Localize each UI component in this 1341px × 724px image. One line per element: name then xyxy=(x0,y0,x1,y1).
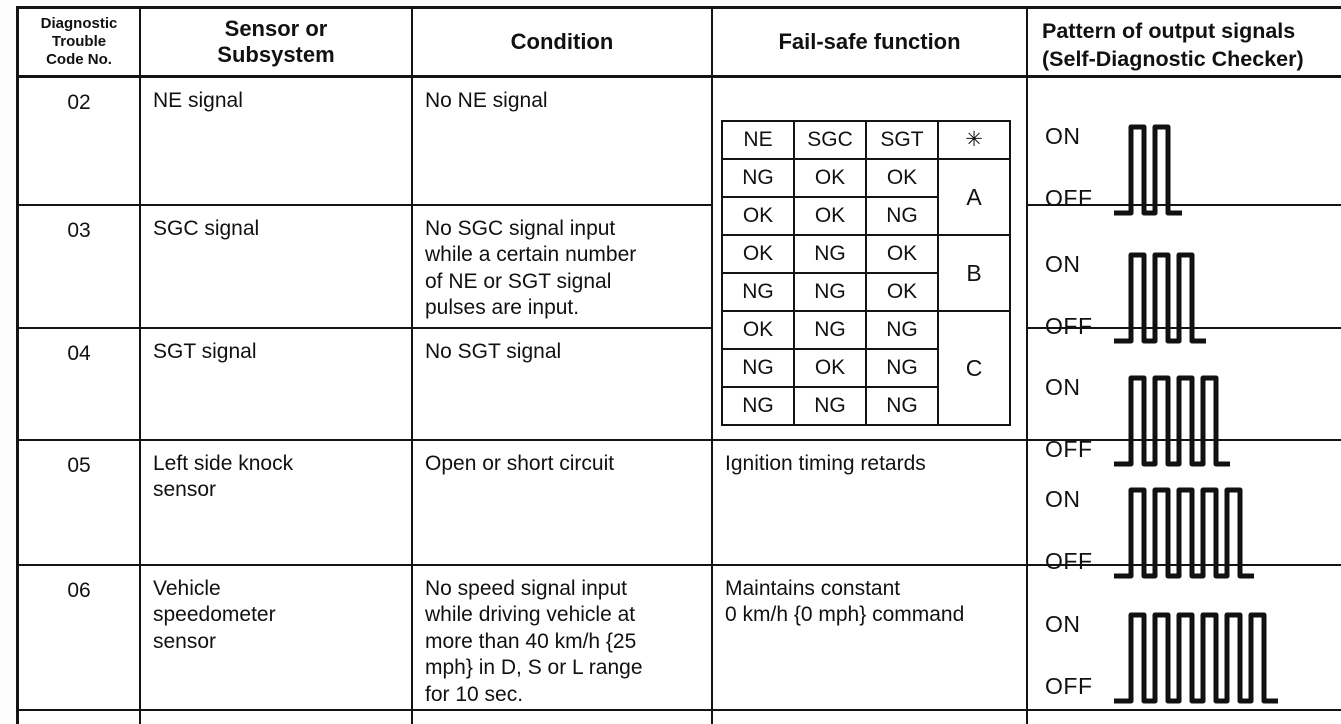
on-label: ON xyxy=(1045,251,1081,278)
signal-cell: OK xyxy=(721,234,795,275)
cell-pattern-02: ON OFF xyxy=(1028,78,1341,216)
signal-cell: OK xyxy=(793,158,867,199)
signal-cell: NG xyxy=(721,158,795,199)
col-header-failsafe: Fail-safe function xyxy=(713,9,1028,78)
cell-failsafe-merged: NE SGC SGT ✳ NG OK OK A OK OK NG OK xyxy=(713,78,1028,441)
signal-row: NG NG NG xyxy=(721,386,1010,427)
signal-cell: OK xyxy=(721,310,795,351)
col-header-condition: Condition xyxy=(413,9,713,78)
signal-cell: OK xyxy=(865,234,939,275)
signal-row: NG OK OK A xyxy=(721,158,1011,237)
cell-condition-06: No speed signal input while driving vehi… xyxy=(413,566,713,711)
signal-col-sgt: SGT xyxy=(865,120,939,161)
cell-pattern-05: ON OFF xyxy=(1028,441,1341,579)
table-cell-partial xyxy=(19,711,141,724)
signal-col-ne: NE xyxy=(721,120,795,161)
signal-cell: OK xyxy=(793,348,867,389)
off-label: OFF xyxy=(1045,436,1093,463)
onoff-labels: ON OFF xyxy=(1045,607,1093,701)
cell-condition-02: No NE signal xyxy=(413,78,713,206)
onoff-labels: ON OFF xyxy=(1045,370,1093,464)
failsafe-signal-table: NE SGC SGT ✳ NG OK OK A OK OK NG OK xyxy=(721,120,1011,427)
cell-failsafe-06: Maintains constant 0 km/h {0 mph} comman… xyxy=(713,566,1028,711)
signal-cell: NG xyxy=(865,348,939,389)
pulse-waveform-4 xyxy=(1113,375,1230,467)
pulse-waveform-6 xyxy=(1113,612,1278,704)
pulse-waveform-5 xyxy=(1113,487,1254,579)
signal-col-sgc: SGC xyxy=(793,120,867,161)
signal-row: NG NG OK xyxy=(721,272,1010,313)
signal-cell: NG xyxy=(721,386,795,427)
col-header-pattern: Pattern of output signals (Self-Diagnost… xyxy=(1028,9,1341,78)
col-header-code: Diagnostic Trouble Code No. xyxy=(19,9,141,78)
signal-cell: NG xyxy=(865,386,939,427)
table-cell-partial xyxy=(141,711,413,724)
pattern-06: ON OFF xyxy=(1028,592,1341,709)
cell-failsafe-05: Ignition timing retards xyxy=(713,441,1028,566)
pulse-waveform-3 xyxy=(1113,252,1206,344)
cell-code-05: 05 xyxy=(19,441,141,566)
cell-code-03: 03 xyxy=(19,206,141,329)
cell-code-04: 04 xyxy=(19,329,141,441)
col-header-sensor: Sensor or Subsystem xyxy=(141,9,413,78)
group-a-cell: A xyxy=(937,158,1011,237)
pattern-05: ON OFF xyxy=(1028,467,1341,584)
pattern-02: ON OFF xyxy=(1028,104,1341,221)
off-label: OFF xyxy=(1045,673,1093,700)
signal-cell: NG xyxy=(793,386,867,427)
onoff-labels: ON OFF xyxy=(1045,482,1093,576)
cell-code-06: 06 xyxy=(19,566,141,711)
asterisk-icon: ✳ xyxy=(937,120,1011,161)
signal-cell: NG xyxy=(865,310,939,351)
pulse-waveform-2 xyxy=(1113,124,1182,216)
off-label: OFF xyxy=(1045,548,1093,575)
signal-cell: NG xyxy=(865,196,939,237)
signal-cell: NG xyxy=(721,348,795,389)
signal-cell: OK xyxy=(865,158,939,199)
signal-row: OK NG OK B xyxy=(721,234,1011,313)
table-cell-partial xyxy=(413,711,713,724)
on-label: ON xyxy=(1045,374,1081,401)
pattern-03: ON OFF xyxy=(1028,232,1341,349)
onoff-labels: ON OFF xyxy=(1045,247,1093,341)
dtc-table: Diagnostic Trouble Code No. Sensor or Su… xyxy=(16,6,1341,724)
signal-cell: NG xyxy=(793,272,867,313)
signal-row: OK OK NG xyxy=(721,196,1010,237)
cell-pattern-06: ON OFF xyxy=(1028,566,1341,711)
off-label: OFF xyxy=(1045,185,1093,212)
pattern-04: ON OFF xyxy=(1028,355,1341,472)
table-cell-partial xyxy=(1028,711,1341,724)
cell-sensor-03: SGC signal xyxy=(141,206,413,329)
cell-condition-04: No SGT signal xyxy=(413,329,713,441)
on-label: ON xyxy=(1045,611,1081,638)
signal-cell: OK xyxy=(793,196,867,237)
cell-condition-05: Open or short circuit xyxy=(413,441,713,566)
table-cell-partial xyxy=(713,711,1028,724)
cell-pattern-04: ON OFF xyxy=(1028,329,1341,467)
cell-sensor-05: Left side knock sensor xyxy=(141,441,413,566)
cell-pattern-03: ON OFF xyxy=(1028,206,1341,344)
cell-code-02: 02 xyxy=(19,78,141,206)
signal-cell: NG xyxy=(793,234,867,275)
on-label: ON xyxy=(1045,486,1081,513)
group-c-cell: C xyxy=(937,310,1011,427)
cell-sensor-04: SGT signal xyxy=(141,329,413,441)
group-b-cell: B xyxy=(937,234,1011,313)
cell-sensor-02: NE signal xyxy=(141,78,413,206)
on-label: ON xyxy=(1045,123,1081,150)
cell-condition-03: No SGC signal input while a certain numb… xyxy=(413,206,713,329)
signal-cell: OK xyxy=(865,272,939,313)
off-label: OFF xyxy=(1045,313,1093,340)
signal-row: NG OK NG xyxy=(721,348,1010,389)
signal-table-header-row: NE SGC SGT ✳ xyxy=(721,120,1011,161)
signal-row: OK NG NG C xyxy=(721,310,1011,427)
onoff-labels: ON OFF xyxy=(1045,119,1093,213)
cell-sensor-06: Vehicle speedometer sensor xyxy=(141,566,413,711)
signal-cell: NG xyxy=(721,272,795,313)
signal-cell: NG xyxy=(793,310,867,351)
signal-cell: OK xyxy=(721,196,795,237)
